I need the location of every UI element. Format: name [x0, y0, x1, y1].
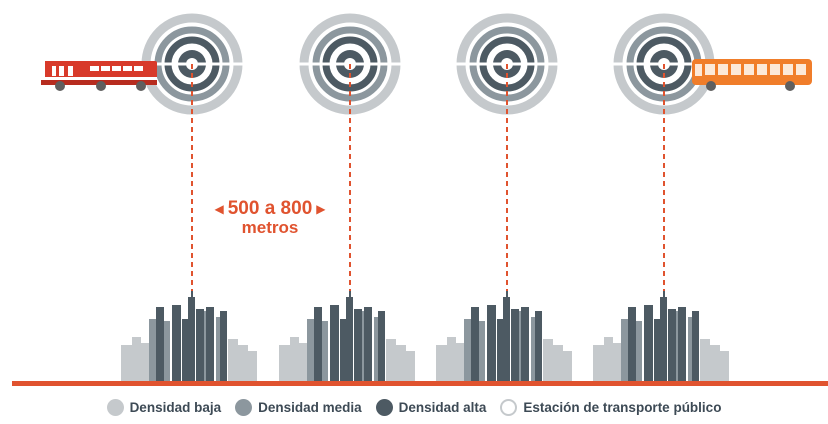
left-bus-icon [41, 61, 157, 91]
building-cluster-icon [593, 291, 729, 381]
legend-label-medium: Densidad media [258, 400, 362, 415]
legend-label-high: Densidad alta [398, 400, 487, 415]
districts [121, 291, 729, 381]
distance-unit: metros [241, 217, 299, 237]
legend-item-low: Densidad baja [106, 399, 222, 416]
density-low-swatch-icon [106, 399, 124, 416]
legend: Densidad baja Densidad media Densidad al… [0, 399, 828, 416]
distance-annotation: ◀ 500 a 800 ▶ metros [196, 199, 344, 237]
distance-range: 500 a 800 [227, 198, 313, 219]
building-cluster-icon [279, 291, 415, 381]
building-cluster-icon [436, 291, 572, 381]
ground-line [12, 381, 828, 386]
left-arrow-icon: ◀ [214, 201, 224, 216]
legend-item-station: Estación de transporte público [500, 399, 721, 416]
density-high-swatch-icon [375, 399, 393, 416]
legend-item-high: Densidad alta [375, 399, 487, 416]
station-swatch-icon [500, 399, 518, 416]
right-arrow-icon: ▶ [316, 201, 326, 216]
density-medium-swatch-icon [235, 399, 253, 416]
building-cluster-icon [121, 291, 257, 381]
legend-label-low: Densidad baja [129, 400, 222, 415]
legend-item-medium: Densidad media [235, 399, 362, 416]
right-bus-icon [692, 59, 812, 91]
legend-label-station: Estación de transporte público [523, 400, 722, 415]
